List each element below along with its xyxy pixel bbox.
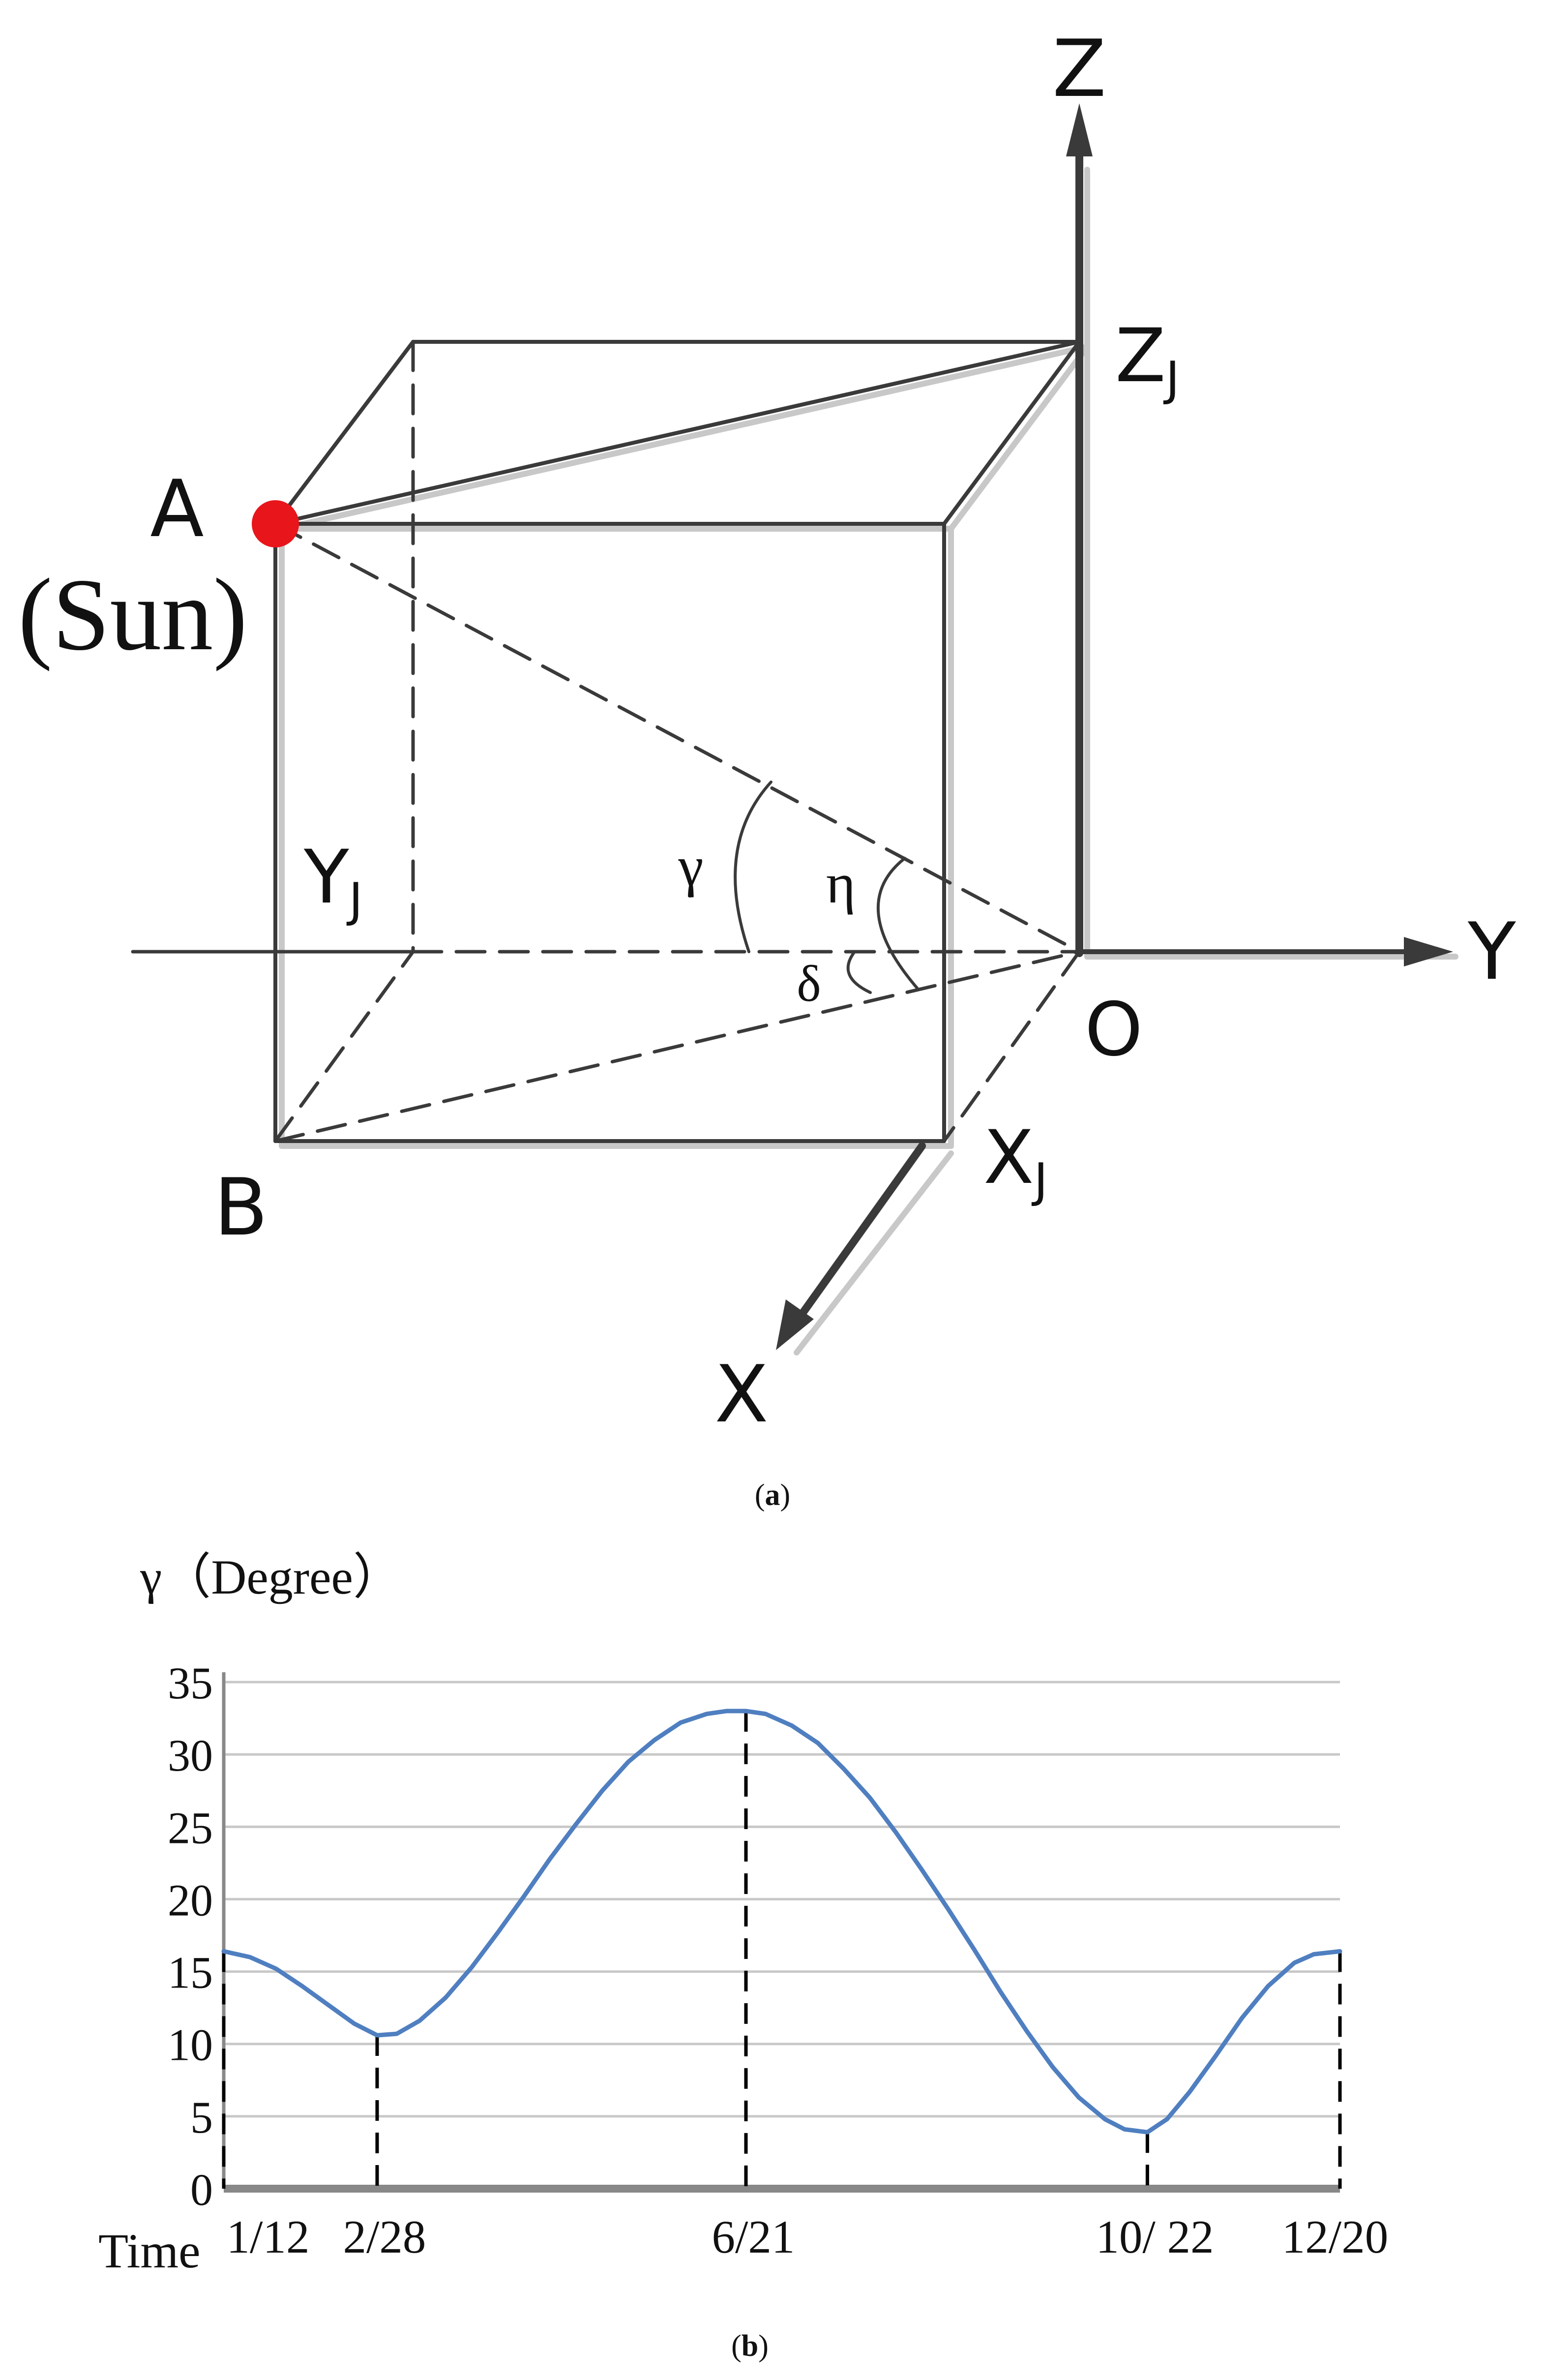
chart-xlabel: Time xyxy=(98,2224,201,2278)
y-tick-label-10: 10 xyxy=(168,2020,213,2070)
chart-ylabel: γ（Degree） xyxy=(140,1550,402,1604)
chart-grid xyxy=(222,1672,1340,2193)
x-tick-label-1: 2/28 xyxy=(343,2211,426,2263)
chart-marker-lines xyxy=(222,1711,1342,2189)
x-tick-label-2: 6/21 xyxy=(712,2211,795,2263)
label-x-j: XJ xyxy=(983,1115,1048,1208)
arc-delta xyxy=(846,950,872,994)
x-axis-dashed xyxy=(942,950,1081,1143)
label-z-axis: Z xyxy=(1052,23,1106,115)
y-tick-label-35: 35 xyxy=(168,1658,213,1708)
panel-b-chart: γ（Degree） 0 5 10 15 20 25 30 35 1/12 2/28 6/21 10/… xyxy=(98,1550,1388,2363)
label-gamma: γ xyxy=(678,835,704,898)
caption-b: (b) xyxy=(731,2329,769,2363)
line-b-to-o xyxy=(273,950,1081,1143)
x-tick-label-3: 10/ 22 xyxy=(1096,2211,1214,2263)
x-axis xyxy=(795,1142,926,1322)
series-line xyxy=(221,1709,1342,2135)
panel-a-diagram: Z ZJ Y YJ O XJ X A (Sun) B γ η δ (a) xyxy=(18,23,1516,1512)
line-a-to-o xyxy=(273,522,1081,954)
y-tick-label-25: 25 xyxy=(168,1803,213,1853)
box-dashed-edges xyxy=(273,340,1081,1143)
y-tick-label-5: 5 xyxy=(190,2092,213,2142)
y-tick-label-15: 15 xyxy=(168,1948,213,1998)
label-origin: O xyxy=(1085,987,1143,1073)
x-axis-arrowhead xyxy=(776,1299,814,1350)
arc-gamma xyxy=(734,781,772,953)
line-a-to-zj xyxy=(273,340,1081,526)
label-z-j: ZJ xyxy=(1115,313,1180,406)
line-shadows xyxy=(279,167,1458,1356)
label-point-b: B xyxy=(214,1161,268,1253)
chart-series xyxy=(221,1709,1342,2135)
label-sun: (Sun) xyxy=(18,558,248,672)
label-y-j: YJ xyxy=(303,835,363,928)
y-tick-label-20: 20 xyxy=(168,1875,213,1925)
y-axis-arrowhead xyxy=(1404,937,1453,966)
z-axis-arrowhead xyxy=(1066,103,1093,156)
chart-y-ticks: 0 5 10 15 20 25 30 35 xyxy=(168,1658,213,2215)
label-y-axis: Y xyxy=(1467,905,1516,997)
x-tick-label-4: 12/20 xyxy=(1282,2211,1388,2263)
caption-a: (a) xyxy=(755,1478,790,1512)
y-tick-label-0: 0 xyxy=(190,2165,213,2215)
angle-arcs xyxy=(734,781,919,994)
label-eta: η xyxy=(826,852,856,915)
x-tick-label-0: 1/12 xyxy=(227,2211,310,2263)
label-point-a: A xyxy=(150,463,204,555)
edge-top-right-diagonal xyxy=(942,340,1081,526)
edge-top-left-diagonal xyxy=(273,340,415,526)
box-solid-edges xyxy=(273,340,1081,1143)
edge-bottom-left-diagonal xyxy=(273,950,415,1143)
label-delta: δ xyxy=(797,955,821,1012)
chart-x-ticks: 1/12 2/28 6/21 10/ 22 12/20 xyxy=(227,2211,1389,2263)
label-x-axis: X xyxy=(714,1348,769,1440)
y-tick-label-30: 30 xyxy=(168,1730,213,1780)
sun-point xyxy=(252,500,299,547)
arc-eta xyxy=(877,857,919,990)
